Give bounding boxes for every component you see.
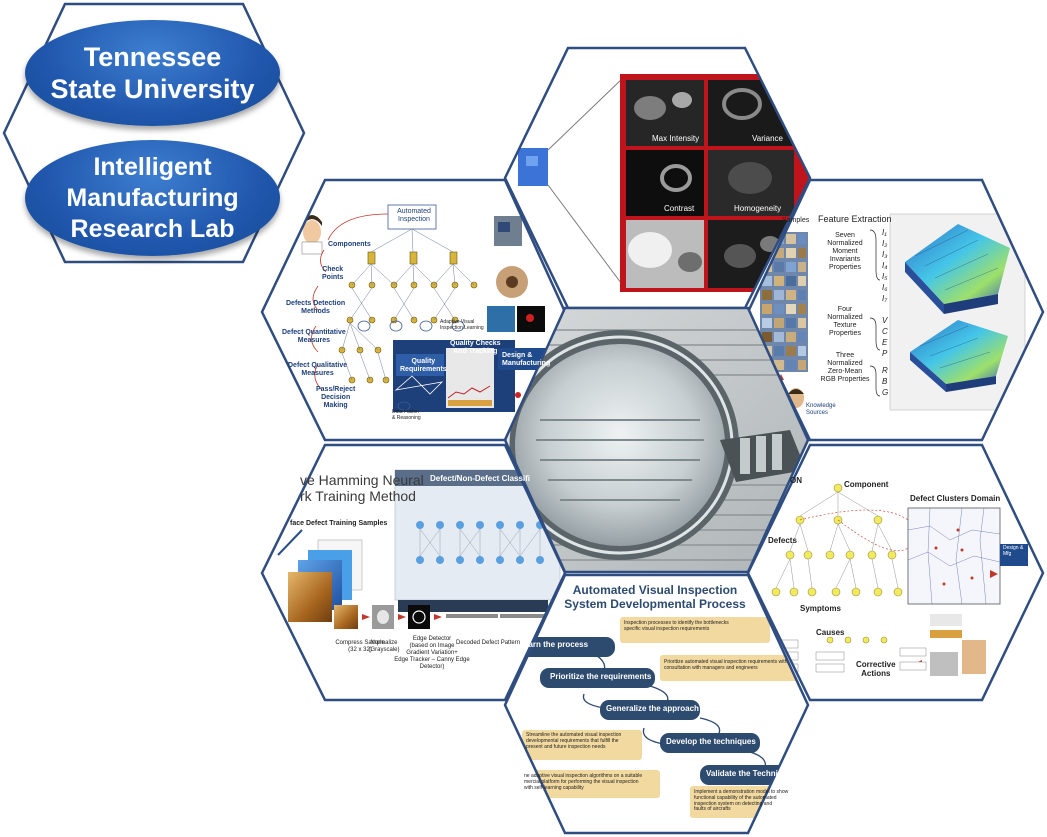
moment-symbol-2: I₂ [882,239,888,248]
moment-invariants-group: Seven Normalized Moment Invariants Prope… [827,232,863,272]
inspection-hierarchy-image [262,180,565,440]
design-manufacturing-label: Design & Manufacturing [502,352,551,368]
defect-clusters-image [748,445,1043,700]
magnifier-image [505,308,808,572]
step-defects-detection: Defects Detection Methods [286,300,346,316]
quality-checks-label: Quality Checks And Tracking [450,340,501,356]
defects-label: Defects [768,536,797,545]
texture-label-contrast: Contrast [664,204,695,213]
process-step-generalize: Generalize the approach [606,704,699,713]
rgb-symbol-b: B [882,377,888,386]
process-step-develop: Develop the techniques [666,737,756,746]
compress-sample-label: Compress Sample (32 x 32) [335,640,385,653]
university-name: Tennessee State University [50,42,255,104]
rgb-properties-group: Three Normalized Zero-Mean RGB Propertie… [820,352,870,384]
quality-requirements-label: Quality Requirements [400,358,447,374]
training-samples-label: face Defect Training Samples [290,520,388,527]
step-qualitative-measures: Defect Qualitative Measures [288,362,348,378]
texture-symbol-c: C [882,327,888,336]
step-components: Components [328,241,371,248]
moment-symbol-1: I₁ [882,228,887,237]
ontology-top-label: ON [790,476,802,485]
process-image [505,575,808,833]
inspection-root-label: Automated Inspection [397,208,431,224]
symptoms-label: Symptoms [800,604,841,613]
texture-label-homogeneity: Homogeneity [734,204,782,213]
defect-clusters-title: Defect Clusters Domain [910,494,1001,503]
hex-defect-frame [746,443,1045,702]
process-title: Automated Visual Inspection System Devel… [564,583,746,611]
process-step-learn: earn the process [524,640,589,649]
process-note-3: Streamline the automated visual inspecti… [526,732,622,750]
hamming-title: ve Hamming Neural rk Training Method [300,472,424,504]
moment-symbol-7: I₇ [882,294,888,303]
lab-badge: Intelligent Manufacturing Research Lab [25,140,280,256]
normalize-label: Normalize (Grayscale) [368,640,400,653]
causes-label: Causes [816,628,845,637]
hex-process-frame [503,573,810,835]
process-note-2: Prioritize automated visual inspection r… [664,659,788,671]
component-label: Component [844,480,889,489]
step-quantitative-measures: Defect Quantitative Measures [282,329,346,345]
process-step-validate: Validate the Techni [706,769,778,778]
edge-detector-label: Edge Detector (based on Image Gradient V… [394,636,470,670]
rgb-symbol-r: R [882,366,888,375]
feature-extraction-image [748,180,1043,440]
hamming-network-image [262,445,565,700]
process-note-5: Implement a demonstration model to show … [694,789,789,813]
lab-name: Intelligent Manufacturing Research Lab [66,152,239,243]
texture-properties-group: Four Normalized Texture Properties [827,306,863,338]
texture-label-variance: Variance [752,134,783,143]
process-step-prioritize: Prioritize the requirements [550,672,652,681]
data-fusion-label: Data Fusion & Reasoning [392,409,421,421]
feature-extraction-title: Feature Extraction [818,214,892,224]
samples-label: Samples [782,217,810,224]
rgb-symbol-g: G [882,388,889,397]
learning-label: Adaptive Visual Inspection Learning [440,319,484,331]
design-mfg-label: Design & Mfg [1003,545,1024,557]
process-note-1: Inspection processes to identify the bot… [624,620,729,632]
hex-hamming-frame [260,443,567,702]
decoded-pattern-label: Decoded Defect Pattern [456,640,521,646]
moment-symbol-4: I₄ [882,261,888,270]
step-decision-making: Pass/Reject Decision Making [316,386,356,410]
texture-label-max-intensity: Max Intensity [652,134,700,143]
texture-symbol-p: P [882,349,888,358]
moment-symbol-6: I₆ [882,283,888,292]
process-note-4: ne adaptive visual inspection algorithms… [524,773,643,791]
texture-symbol-v: V [882,316,888,325]
corrective-actions-label: Corrective Actions [856,660,896,679]
step-check-points: Check Points [322,266,344,282]
knowledge-sources-label: Knowledge Sources [806,403,836,416]
university-badge: Tennessee State University [25,20,280,126]
texture-symbol-e: E [882,338,888,347]
moment-symbol-3: I₃ [882,250,888,259]
classifier-title: Defect/Non-Defect Classifi [430,474,531,483]
moment-symbol-5: I₅ [882,272,888,281]
